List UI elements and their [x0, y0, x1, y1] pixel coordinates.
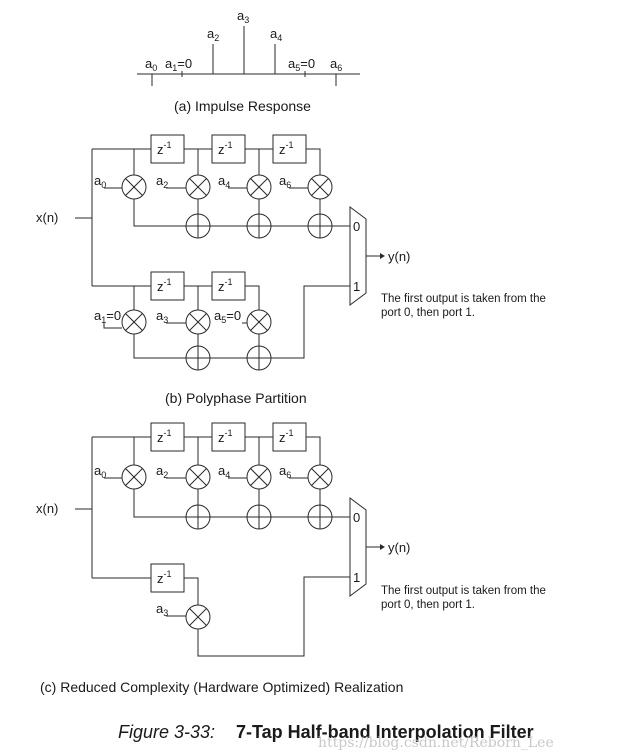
watermark: https://blog.csdn.net/Reborn_Lee: [318, 735, 554, 751]
multiplier-c-6: [307, 464, 333, 490]
delay-label-b-2: z-1: [218, 140, 233, 157]
multiplier-b-0: [121, 174, 147, 200]
mux-port1-c: 1: [353, 570, 360, 585]
adder-b-1: [185, 213, 211, 239]
delay-label-c-4: z-1: [157, 569, 172, 586]
multiplier-c-4: [246, 464, 272, 490]
note-b-line1: The first output is taken from the: [381, 293, 546, 305]
multiplier-b-4: [246, 174, 272, 200]
impulse-label-a5: a5=0: [288, 56, 315, 73]
input-label-b: x(n): [36, 210, 58, 225]
impulse-label-a2: a2: [207, 26, 219, 43]
coef-label-b-3: a3: [156, 308, 168, 325]
mux-port0-b: 0: [353, 219, 360, 234]
adder-b-5: [246, 345, 272, 371]
reduced-diagram: x(n) z-1 z-1 z-1 a0 a2 a4 a6: [36, 422, 546, 695]
adder-c-2: [246, 504, 272, 530]
adder-b-3: [307, 213, 333, 239]
coef-label-c-4: a4: [218, 463, 230, 480]
coef-label-b-6: a6: [279, 173, 291, 190]
delay-label-c-2: z-1: [218, 428, 233, 445]
multiplier-b-2: [185, 174, 211, 200]
caption-b: (b) Polyphase Partition: [165, 390, 307, 406]
note-b-line2: port 0, then port 1.: [381, 307, 475, 319]
multiplier-c-0: [121, 464, 147, 490]
delay-label-b-5: z-1: [218, 277, 233, 294]
delay-box-c-1: [150, 422, 185, 452]
adder-b-4: [185, 345, 211, 371]
coef-label-b-2: a2: [156, 173, 168, 190]
caption-a: (a) Impulse Response: [174, 98, 311, 114]
bottom-delay-out-b: [245, 285, 260, 310]
impulse-label-a6: a6: [330, 56, 342, 73]
figure-label: Figure 3-33:: [118, 722, 215, 742]
adder-c-3: [307, 504, 333, 530]
sum-wire-b-bottom: [133, 334, 186, 359]
multiplier-c-2: [185, 464, 211, 490]
delay-label-c-3: z-1: [279, 428, 294, 445]
coef-label-b-4: a4: [218, 173, 230, 190]
note-c-line1: The first output is taken from the: [381, 585, 546, 597]
mux-port1-b: 1: [353, 279, 360, 294]
adder-c-1: [185, 504, 211, 530]
output-arrow-c: [380, 544, 385, 550]
output-label-c: y(n): [388, 540, 410, 555]
coef-label-b-1: a1=0: [94, 308, 121, 325]
coef-arrow-b-1: [103, 323, 122, 329]
impulse-label-a4: a4: [270, 26, 282, 43]
figure-title-text: 7-Tap Half-band Interpolation Filter: [236, 722, 534, 742]
mux-c: [349, 497, 367, 597]
delay-box-b-1: [150, 134, 185, 164]
coef-label-c-2: a2: [156, 463, 168, 480]
sum-wire-c-top: [133, 489, 186, 518]
polyphase-diagram: x(n) z-1 z-1 z-1 a0 a2 a4 a6: [36, 134, 546, 406]
coef-label-b-5: a5=0: [214, 308, 241, 325]
top-delay-out-b: [306, 148, 321, 175]
coef-label-c-6: a6: [279, 463, 291, 480]
delay-box-c-2: [211, 422, 246, 452]
output-label-b: y(n): [388, 249, 410, 264]
top-delay-out-c: [306, 436, 321, 465]
delay-box-b-4: [150, 271, 185, 301]
caption-c: (c) Reduced Complexity (Hardware Optimiz…: [40, 679, 403, 695]
multiplier-c-3: [185, 604, 211, 630]
delay-box-b-3: [272, 134, 307, 164]
delay-label-b-1: z-1: [157, 140, 172, 157]
delay-label-b-3: z-1: [279, 140, 294, 157]
delay-box-b-2: [211, 134, 246, 164]
multiplier-b-6: [307, 174, 333, 200]
input-label-c: x(n): [36, 501, 58, 516]
impulse-label-a0: a0: [145, 56, 157, 73]
multiplier-b-1: [121, 309, 147, 335]
bottom-delay-out-c: [184, 577, 199, 605]
delay-label-b-4: z-1: [157, 277, 172, 294]
impulse-label-a1: a1=0: [165, 56, 192, 73]
mux-in-1-b: [271, 285, 350, 359]
mux-b: [349, 206, 367, 306]
multiplier-b-5: [246, 309, 272, 335]
note-c-line2: port 0, then port 1.: [381, 599, 475, 611]
coef-label-b-0: a0: [94, 173, 106, 190]
mux-port0-c: 0: [353, 510, 360, 525]
output-arrow-b: [380, 253, 385, 259]
delay-box-c-4: [150, 563, 185, 593]
coef-label-c-3: a3: [156, 601, 168, 618]
impulse-label-a3: a3: [237, 8, 249, 25]
figure-title: Figure 3-33: 7-Tap Half-band Interpolati…: [118, 722, 554, 751]
adder-b-2: [246, 213, 272, 239]
delay-label-c-1: z-1: [157, 428, 172, 445]
coef-label-c-0: a0: [94, 463, 106, 480]
impulse-response: a0 a1=0 a2 a3 a4 a5=0 a6 (a) Impulse Res…: [137, 8, 360, 114]
mux-in-1-c: [197, 576, 350, 657]
multiplier-b-3: [185, 309, 211, 335]
delay-box-b-5: [211, 271, 246, 301]
sum-wire-b-top: [133, 199, 186, 227]
